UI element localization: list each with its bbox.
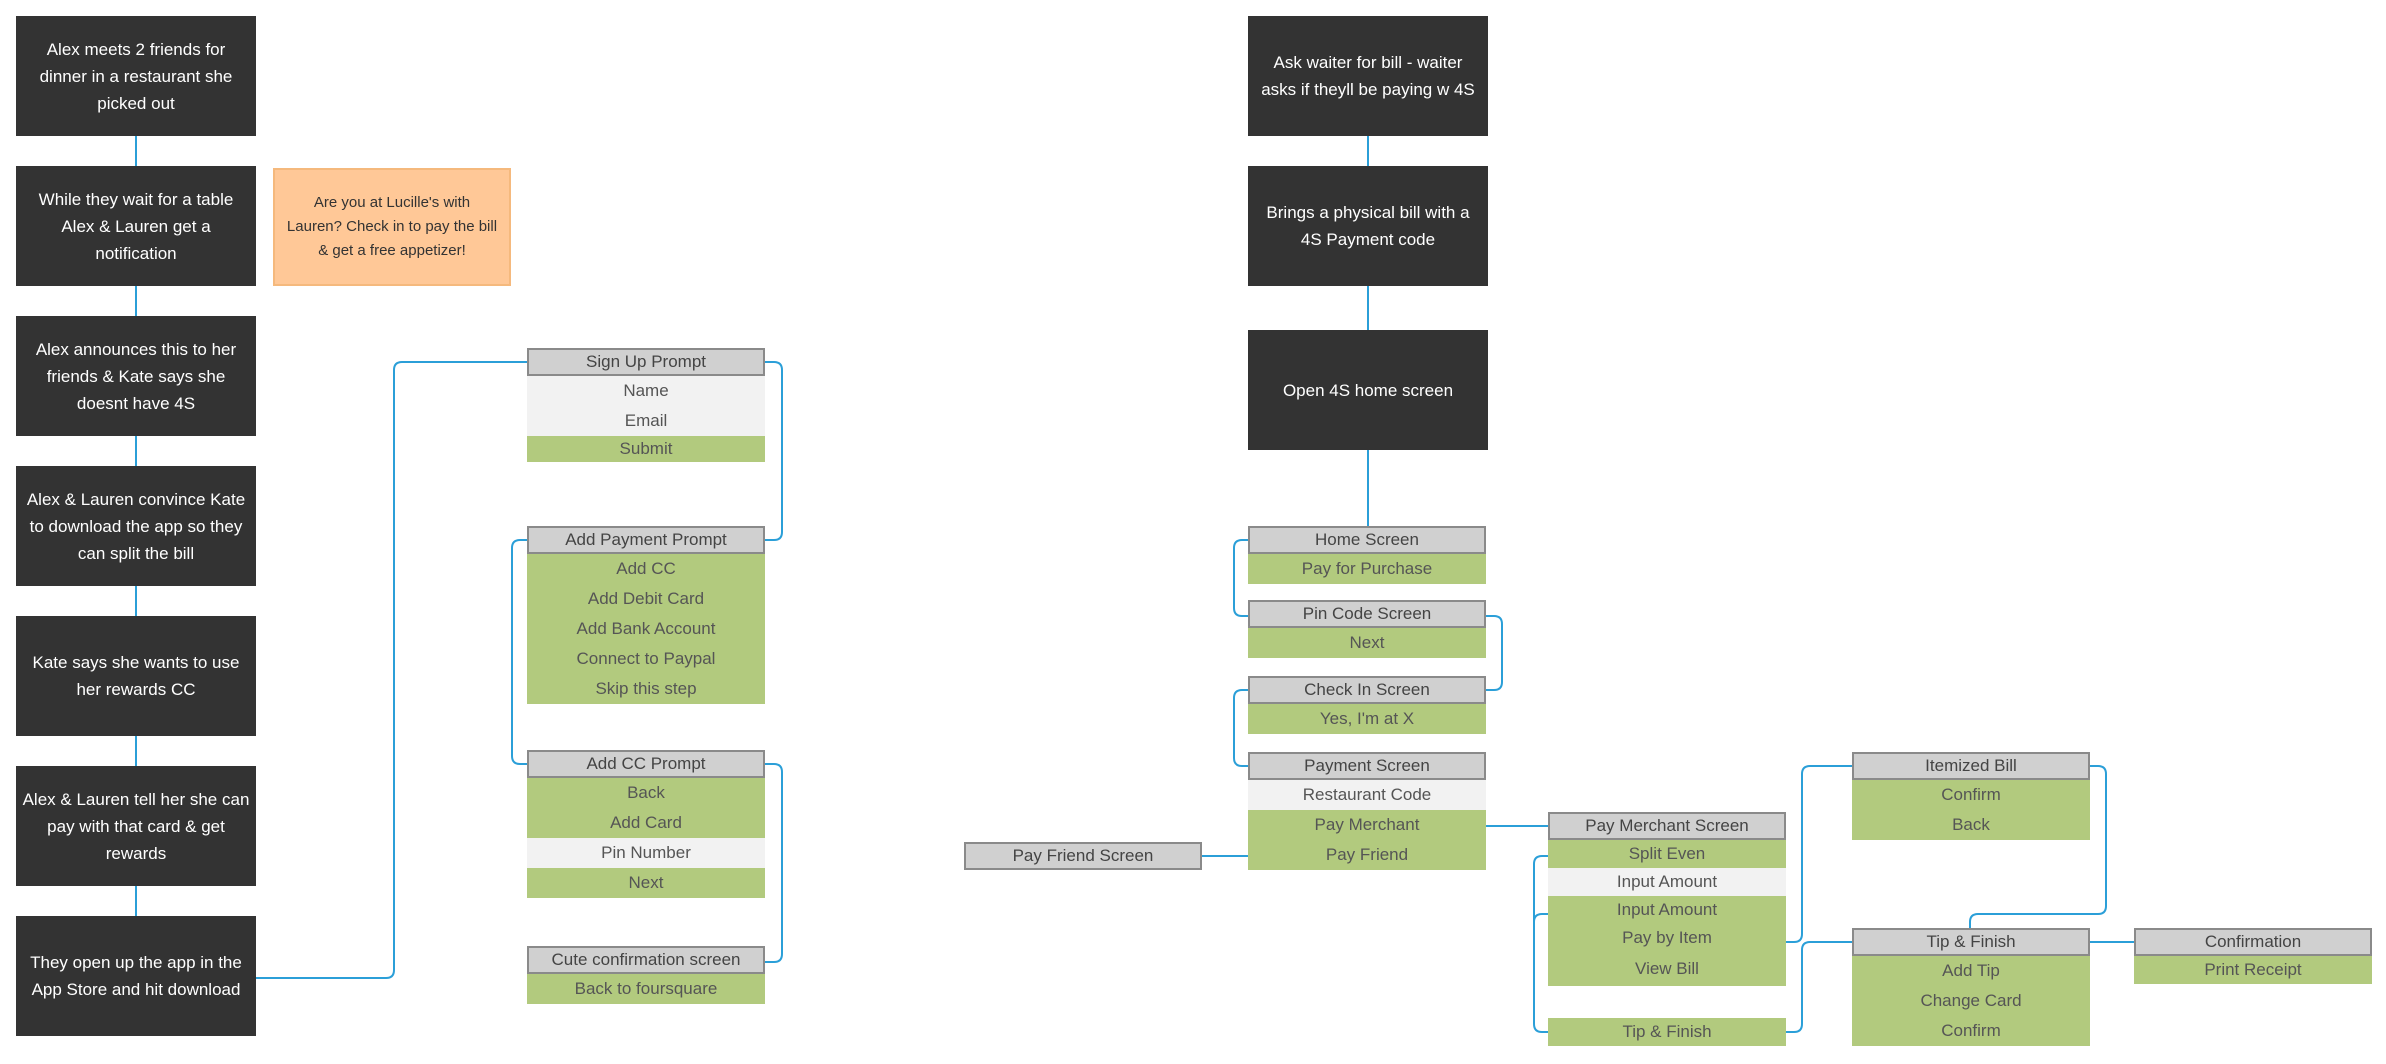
split-even-button[interactable]: Split Even: [1548, 840, 1786, 868]
add-debit-card-button[interactable]: Add Debit Card: [527, 584, 765, 614]
add-card-button[interactable]: Add Card: [527, 808, 765, 838]
submit-button[interactable]: Submit: [527, 436, 765, 462]
pay-for-purchase-button[interactable]: Pay for Purchase: [1248, 554, 1486, 584]
story-box-1: Alex meets 2 friends for dinner in a res…: [16, 16, 256, 136]
add-cc-title: Add CC Prompt: [527, 750, 765, 778]
skip-step-button[interactable]: Skip this step: [527, 674, 765, 704]
tip-confirm-button[interactable]: Confirm: [1852, 1016, 2090, 1046]
connector-pin-checkin: [1486, 615, 1503, 691]
story-box-3: Alex announces this to her friends & Kat…: [16, 316, 256, 436]
add-bank-account-button[interactable]: Add Bank Account: [527, 614, 765, 644]
itemized-bill-title: Itemized Bill: [1852, 752, 2090, 780]
home-title: Home Screen: [1248, 526, 1486, 554]
itemized-confirm-button[interactable]: Confirm: [1852, 780, 2090, 810]
yes-im-at-button[interactable]: Yes, I'm at X: [1248, 704, 1486, 734]
pay-friend-screen-title: Pay Friend Screen: [964, 842, 1202, 870]
tip-finish-title: Tip & Finish: [1852, 928, 2090, 956]
story-box-right-2: Brings a physical bill with a 4S Payment…: [1248, 166, 1488, 286]
story-box-2: While they wait for a table Alex & Laure…: [16, 166, 256, 286]
print-receipt-button[interactable]: Print Receipt: [2134, 956, 2372, 984]
notification-note: Are you at Lucille's with Lauren? Check …: [273, 168, 511, 286]
next-button[interactable]: Next: [527, 868, 765, 898]
name-field[interactable]: Name: [527, 376, 765, 406]
connector-cc-confirmation: [765, 763, 783, 963]
story-box-4: Alex & Lauren convince Kate to download …: [16, 466, 256, 586]
restaurant-code-field[interactable]: Restaurant Code: [1248, 780, 1486, 810]
story-box-6: Alex & Lauren tell her she can pay with …: [16, 766, 256, 886]
cute-confirmation-title: Cute confirmation screen: [527, 946, 765, 974]
connector-input-branch: [1533, 913, 1548, 923]
view-bill-button[interactable]: View Bill: [1548, 952, 1786, 986]
merchant-tip-finish-button[interactable]: Tip & Finish: [1548, 1018, 1786, 1046]
connector-download-signup: [256, 361, 527, 979]
story-box-right-3: Open 4S home screen: [1248, 330, 1488, 450]
story-box-right-1: Ask waiter for bill - waiter asks if the…: [1248, 16, 1488, 136]
pay-by-item-button[interactable]: Pay by Item: [1548, 924, 1786, 952]
payment-title: Payment Screen: [1248, 752, 1486, 780]
input-amount-field[interactable]: Input Amount: [1548, 868, 1786, 896]
pin-next-button[interactable]: Next: [1248, 628, 1486, 658]
connect-paypal-button[interactable]: Connect to Paypal: [527, 644, 765, 674]
pay-merchant-button[interactable]: Pay Merchant: [1248, 810, 1486, 840]
story-box-7: They open up the app in the App Store an…: [16, 916, 256, 1036]
connector-signup-payment: [765, 361, 783, 541]
pay-merchant-title: Pay Merchant Screen: [1548, 812, 1786, 840]
check-in-title: Check In Screen: [1248, 676, 1486, 704]
pay-friend-button[interactable]: Pay Friend: [1248, 840, 1486, 870]
confirmation-title: Confirmation: [2134, 928, 2372, 956]
back-to-foursquare-button[interactable]: Back to foursquare: [527, 974, 765, 1004]
pin-number-field[interactable]: Pin Number: [527, 838, 765, 868]
connector-tipfinish: [1786, 941, 1852, 1033]
change-card-button[interactable]: Change Card: [1852, 986, 2090, 1016]
input-amount-button[interactable]: Input Amount: [1548, 896, 1786, 924]
add-tip-button[interactable]: Add Tip: [1852, 956, 2090, 986]
story-box-5: Kate says she wants to use her rewards C…: [16, 616, 256, 736]
back-button[interactable]: Back: [527, 778, 765, 808]
email-field[interactable]: Email: [527, 406, 765, 436]
connector-home-pin: [1233, 539, 1248, 617]
connector-split-tip: [1533, 855, 1548, 1033]
add-payment-title: Add Payment Prompt: [527, 526, 765, 554]
connector-payment-cc: [511, 539, 527, 765]
add-cc-button[interactable]: Add CC: [527, 554, 765, 584]
sign-up-title: Sign Up Prompt: [527, 348, 765, 376]
itemized-back-button[interactable]: Back: [1852, 810, 2090, 840]
pin-code-title: Pin Code Screen: [1248, 600, 1486, 628]
connector-payitem-itemized: [1786, 765, 1852, 943]
connector-checkin-payment: [1233, 689, 1248, 767]
